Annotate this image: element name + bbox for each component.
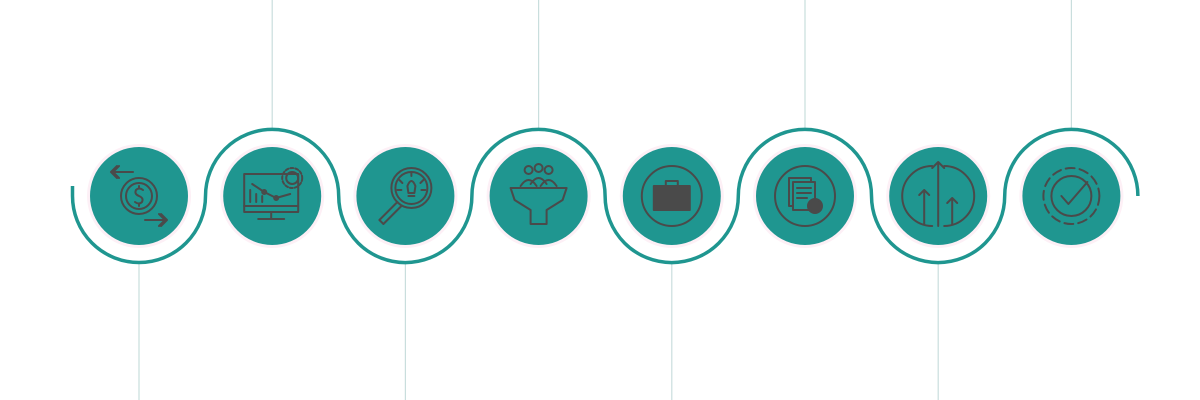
monitor-analytics-icon: [243, 167, 304, 220]
gear-check-icon: [1042, 167, 1101, 225]
step-node: [220, 144, 325, 248]
search-idea-icon: [378, 167, 433, 225]
documents-check-icon: [774, 165, 836, 227]
growth-arrows-icon: [901, 161, 976, 227]
step-node: [886, 144, 991, 248]
step-node: [1019, 144, 1124, 248]
step-node: [87, 144, 191, 248]
step-node: [753, 144, 857, 248]
step-node: [619, 144, 724, 248]
people-funnel-icon: [509, 163, 568, 225]
step-circle: [1022, 147, 1121, 245]
step-node: [486, 144, 591, 248]
briefcase-icon: [640, 165, 703, 227]
currency-exchange-icon: [110, 165, 168, 227]
step-circle: [356, 147, 455, 245]
wave-line: [70, 127, 1140, 265]
step-circle: [489, 147, 588, 245]
step-node: [353, 144, 458, 248]
